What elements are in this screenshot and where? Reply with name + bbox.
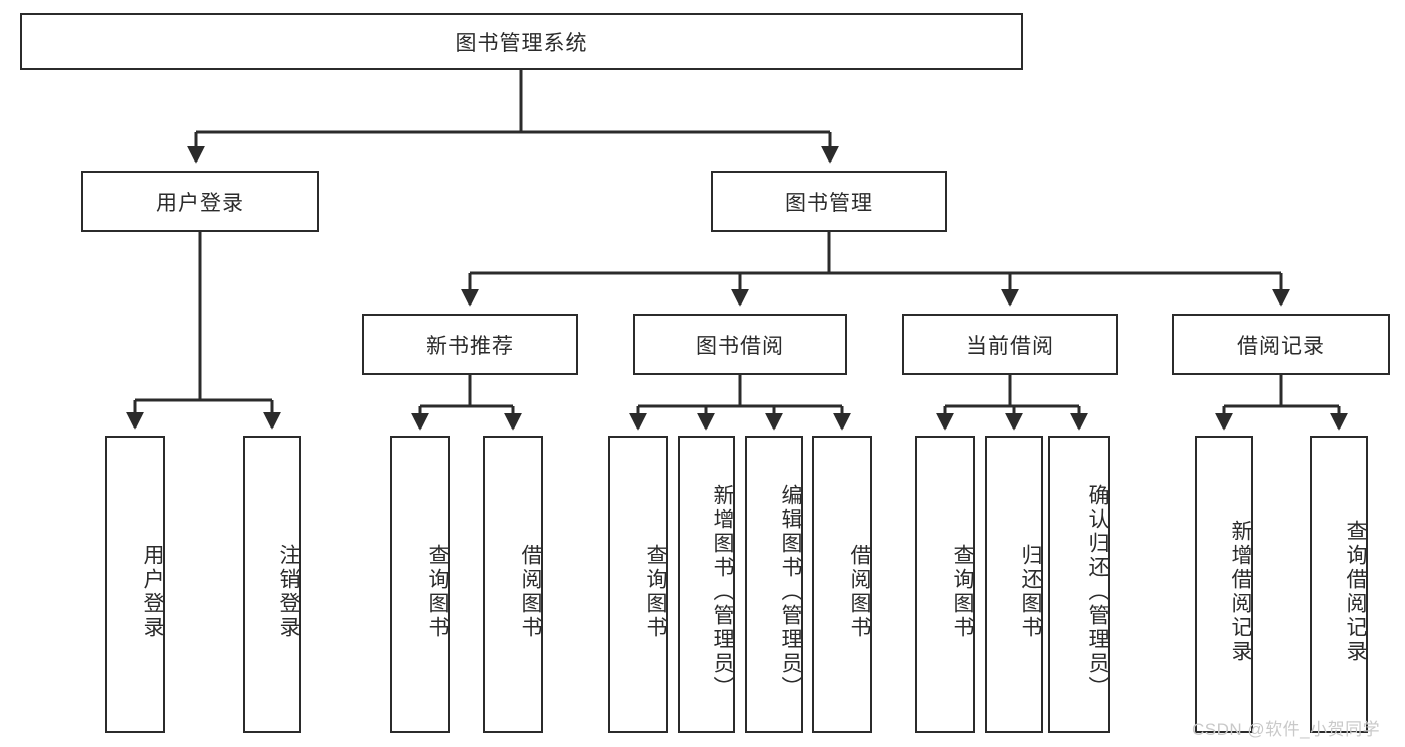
leaf-return-book[interactable]: 归还图书 <box>985 436 1043 733</box>
leaf-borrow-book-2-label: 借阅图书 <box>848 543 871 640</box>
leaf-query-record-label: 查询借阅记录 <box>1344 519 1367 664</box>
leaf-query-book-2-label: 查询图书 <box>644 543 667 640</box>
leaf-add-record[interactable]: 新增借阅记录 <box>1195 436 1253 733</box>
node-user-login[interactable]: 用户登录 <box>81 171 319 232</box>
node-user-login-label: 用户登录 <box>156 191 244 215</box>
leaf-logout-label: 注销登录 <box>277 543 300 640</box>
leaf-logout[interactable]: 注销登录 <box>243 436 301 733</box>
leaf-user-login[interactable]: 用户登录 <box>105 436 165 733</box>
node-root-label: 图书管理系统 <box>455 31 588 55</box>
leaf-query-book-2[interactable]: 查询图书 <box>608 436 668 733</box>
leaf-query-book-3-label: 查询图书 <box>951 543 974 640</box>
node-new-book-recommend[interactable]: 新书推荐 <box>362 314 578 375</box>
leaf-query-book-1-label: 查询图书 <box>426 543 449 640</box>
node-root[interactable]: 图书管理系统 <box>20 13 1023 70</box>
node-borrow-record-label: 借阅记录 <box>1237 334 1325 358</box>
leaf-borrow-book-2[interactable]: 借阅图书 <box>812 436 872 733</box>
leaf-borrow-book-1-label: 借阅图书 <box>519 543 542 640</box>
node-book-borrow[interactable]: 图书借阅 <box>633 314 847 375</box>
node-current-borrow-label: 当前借阅 <box>966 334 1054 358</box>
node-borrow-record[interactable]: 借阅记录 <box>1172 314 1390 375</box>
leaf-user-login-label: 用户登录 <box>141 543 164 640</box>
leaf-confirm-return-label: 确认归还（管理员） <box>1086 483 1109 700</box>
leaf-query-record[interactable]: 查询借阅记录 <box>1310 436 1368 733</box>
leaf-add-book[interactable]: 新增图书（管理员） <box>678 436 735 733</box>
node-current-borrow[interactable]: 当前借阅 <box>902 314 1118 375</box>
leaf-add-book-label: 新增图书（管理员） <box>711 483 734 700</box>
node-new-book-recommend-label: 新书推荐 <box>426 334 514 358</box>
leaf-edit-book-label: 编辑图书（管理员） <box>779 483 802 700</box>
leaf-query-book-3[interactable]: 查询图书 <box>915 436 975 733</box>
node-book-borrow-label: 图书借阅 <box>696 334 784 358</box>
leaf-return-book-label: 归还图书 <box>1019 543 1042 640</box>
leaf-confirm-return[interactable]: 确认归还（管理员） <box>1048 436 1110 733</box>
leaf-borrow-book-1[interactable]: 借阅图书 <box>483 436 543 733</box>
leaf-add-record-label: 新增借阅记录 <box>1229 519 1252 664</box>
node-book-manage[interactable]: 图书管理 <box>711 171 947 232</box>
leaf-query-book-1[interactable]: 查询图书 <box>390 436 450 733</box>
node-book-manage-label: 图书管理 <box>785 191 873 215</box>
leaf-edit-book[interactable]: 编辑图书（管理员） <box>745 436 803 733</box>
